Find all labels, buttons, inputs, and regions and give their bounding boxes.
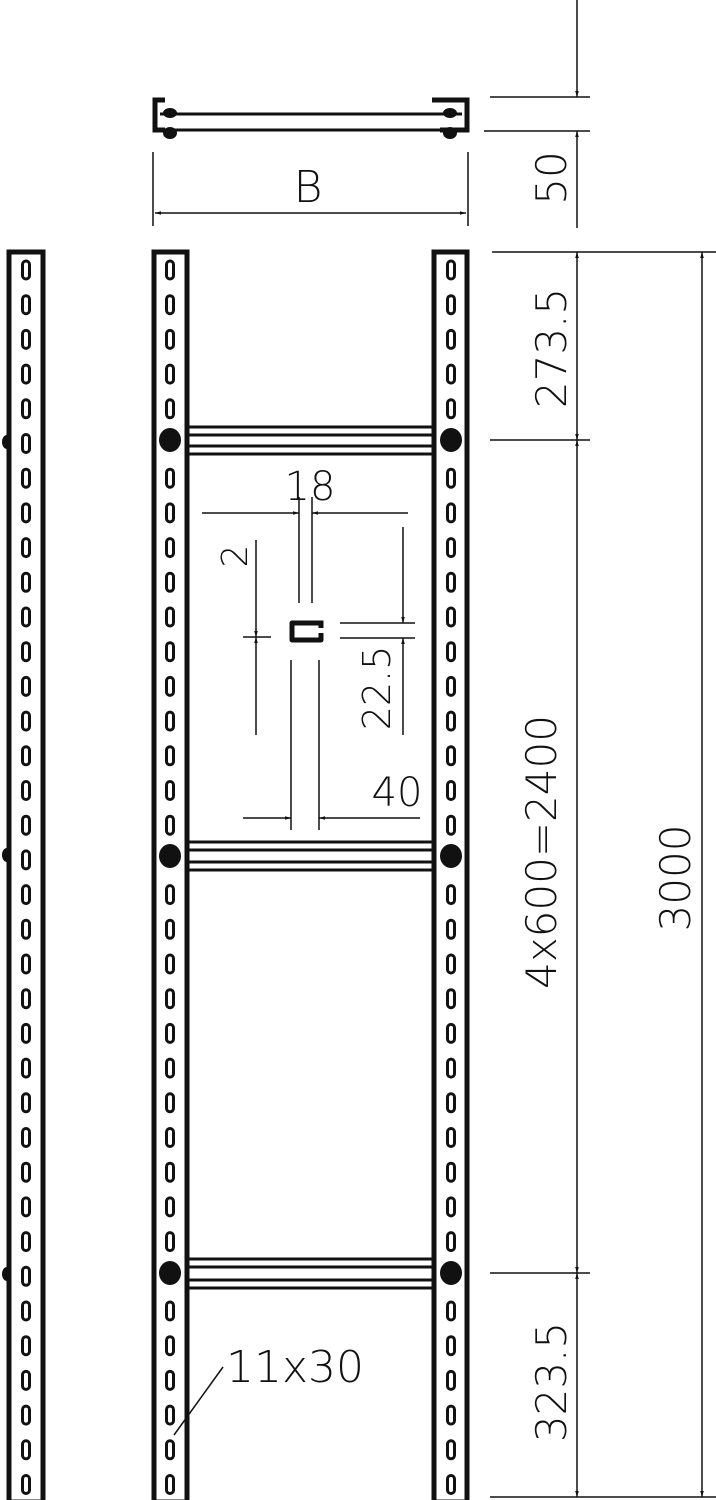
rung-wall-label: 2 bbox=[215, 545, 256, 568]
bottom-offset-label: 323.5 bbox=[527, 1322, 576, 1442]
right-rail bbox=[431, 249, 470, 1500]
slot-callout: 11x30 bbox=[173, 1342, 364, 1436]
rung-width-label: 40 bbox=[372, 770, 423, 816]
width-dimension: B bbox=[152, 152, 469, 226]
rungs bbox=[159, 425, 462, 1290]
rung-1 bbox=[159, 425, 462, 456]
width-label: B bbox=[294, 162, 323, 213]
slot-size-label: 11x30 bbox=[226, 1342, 364, 1393]
height-label: 50 bbox=[527, 151, 576, 204]
top-offset-label: 273.5 bbox=[527, 288, 576, 408]
left-rail bbox=[151, 249, 190, 1500]
rung-3 bbox=[159, 1257, 462, 1290]
rung-spacing-label: 4x600=2400 bbox=[517, 715, 566, 989]
rung-2 bbox=[159, 840, 462, 872]
rung-height-label: 22.5 bbox=[355, 646, 399, 731]
total-length-label: 3000 bbox=[651, 825, 700, 932]
rung-profile-detail: 18 2 22.5 40 bbox=[202, 464, 422, 830]
rail-slots bbox=[21, 259, 456, 1495]
side-profile-rail bbox=[2, 249, 46, 1500]
length-dimensions: 273.5 4x600=2400 323.5 3000 bbox=[490, 251, 716, 1498]
height-dimension: 50 bbox=[484, 0, 590, 228]
cross-section-view bbox=[152, 97, 470, 139]
rung-profile-width-label: 18 bbox=[285, 464, 336, 510]
